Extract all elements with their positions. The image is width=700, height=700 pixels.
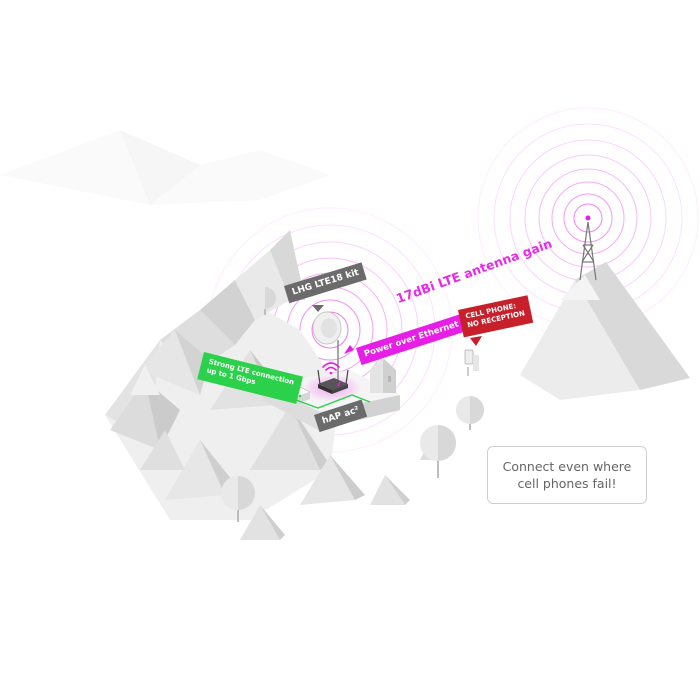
tree-icon xyxy=(420,425,456,478)
tree-icon xyxy=(254,287,276,315)
mountains xyxy=(105,230,445,540)
tree-icon xyxy=(221,476,255,522)
connect-callout: Connect even where cell phones fail! xyxy=(487,446,647,504)
tree-icon xyxy=(456,396,484,430)
cell-tower-icon xyxy=(579,215,597,281)
antenna-dish-icon xyxy=(312,311,342,385)
ethernet-cables xyxy=(295,381,371,409)
wifi-icon xyxy=(322,362,340,375)
router-icon xyxy=(317,369,349,394)
background-ridge xyxy=(0,130,330,205)
building xyxy=(370,358,396,393)
phone-icon xyxy=(464,349,479,376)
connect-callout-text: Connect even where cell phones fail! xyxy=(502,459,632,491)
tower-mountain xyxy=(520,262,690,400)
